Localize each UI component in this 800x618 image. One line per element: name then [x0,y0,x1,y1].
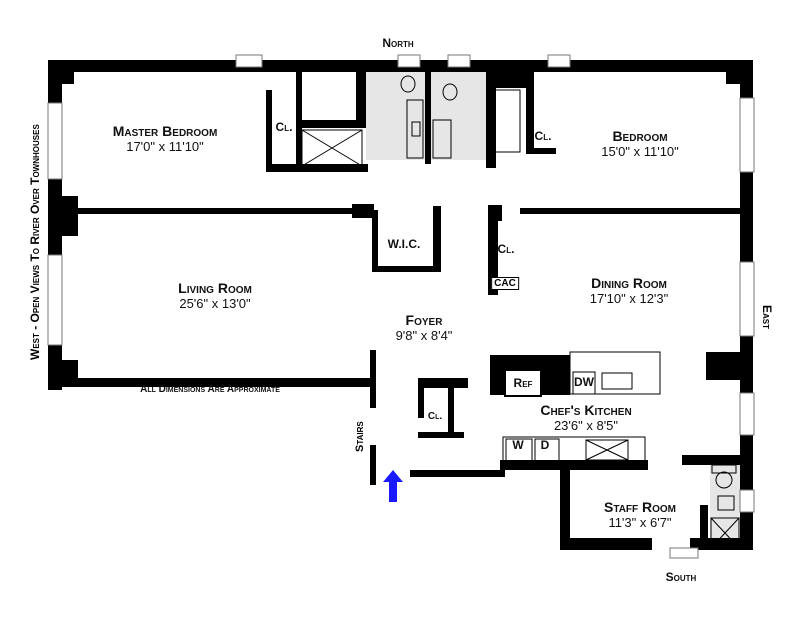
east-label: East [760,305,774,330]
room-name: Dining Room [591,275,667,291]
room-name: Staff Room [603,499,677,515]
room-dims: 17'10" x 12'3" [589,291,669,306]
walls [48,60,753,550]
room-name: Master Bedroom [112,123,218,139]
north-label: North [382,36,414,50]
washer-label: W [512,438,524,452]
south-label: South [665,570,697,584]
room-dims: 15'0" x 11'10" [601,144,679,159]
stairs-label: Stairs [354,421,366,452]
closet-label: Cl. [275,120,293,134]
dryer-label: D [540,438,550,452]
cac-label: CAC [491,277,519,290]
room-dims: 17'0" x 11'10" [126,139,204,154]
room-dims: 9'8" x 8'4" [395,328,453,343]
room-name: Chef's Kitchen [540,402,632,418]
wic-label: W.I.C. [387,237,421,251]
closet-label: Cl. [534,129,552,143]
west-label: West - Open Views To River Over Townhous… [28,124,42,360]
entry-arrow-icon [383,470,403,502]
fixtures [301,75,740,549]
closet-label: Cl. [497,242,515,256]
room-dims: 23'6" x 8'5" [553,418,619,433]
dishwasher-label: DW [574,375,594,389]
windows [47,54,755,559]
dimensions-note: All Dimensions Are Approximate [140,384,280,395]
room-name: Bedroom [612,128,668,144]
room-name: Foyer [405,312,443,328]
room-dims: 25'6" x 13'0" [179,296,251,311]
closet-label: Cl. [427,411,443,422]
room-name: Living Room [178,280,252,296]
ref-label: Ref [513,376,533,390]
room-dims: 11'3" x 6'7" [608,515,672,530]
